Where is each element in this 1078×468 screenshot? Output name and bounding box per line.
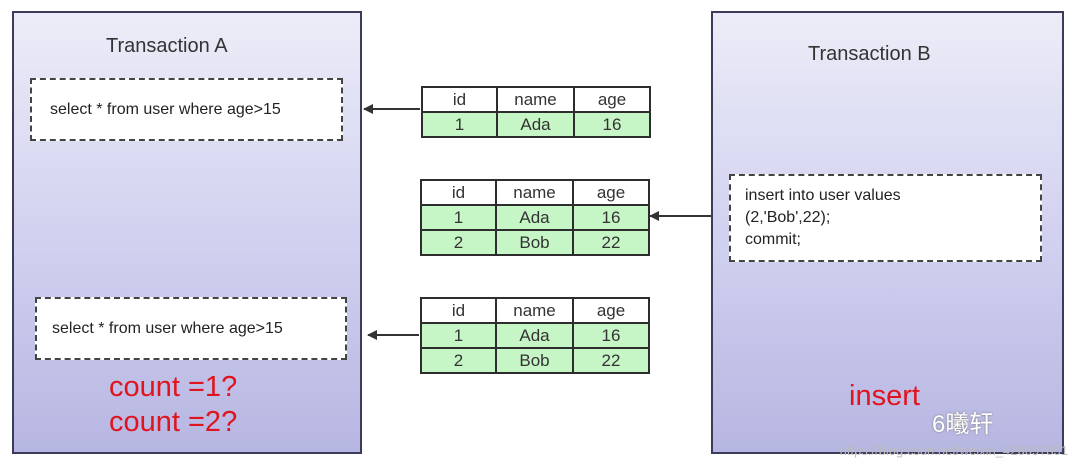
cell-age: 22 <box>572 347 650 374</box>
insert-line-1: insert into user values <box>745 187 901 204</box>
cell-name: Bob <box>495 347 574 374</box>
cell-id: 2 <box>420 347 497 374</box>
insert-line-2: (2,'Bob',22); <box>745 209 831 226</box>
watermark-url: https://blog.csdn.net/weixin_426697851 <box>839 443 1068 458</box>
result-table-1: id name age 1 Ada 16 <box>421 86 651 138</box>
count-question-1: count =1? <box>109 371 238 403</box>
cell-id: 2 <box>420 229 497 256</box>
cell-age: 22 <box>572 229 650 256</box>
table-header-row: id name age <box>420 297 650 324</box>
table-row: 2 Bob 22 <box>420 347 650 374</box>
header-id: id <box>421 86 498 113</box>
table-row: 1 Ada 16 <box>420 322 650 349</box>
select-query-box-2: select * from user where age>15 <box>35 297 347 360</box>
count-question-2: count =2? <box>109 406 238 438</box>
table-header-row: id name age <box>420 179 650 206</box>
cell-name: Ada <box>495 322 574 349</box>
cell-name: Ada <box>496 111 575 138</box>
transaction-a-panel: Transaction A select * from user where a… <box>12 11 362 454</box>
table-row: 2 Bob 22 <box>420 229 650 256</box>
insert-statement-box: insert into user values (2,'Bob',22); co… <box>729 174 1042 262</box>
cell-age: 16 <box>573 111 651 138</box>
table-header-row: id name age <box>421 86 651 113</box>
header-id: id <box>420 297 497 324</box>
header-name: name <box>495 179 574 206</box>
header-id: id <box>420 179 497 206</box>
wechat-logo-text: 6曦轩 <box>932 411 994 438</box>
cell-age: 16 <box>572 204 650 231</box>
cell-name: Ada <box>495 204 574 231</box>
transaction-b-title: Transaction B <box>808 43 931 65</box>
header-age: age <box>572 179 650 206</box>
transaction-b-panel: Transaction B insert into user values (2… <box>711 11 1064 454</box>
cell-id: 1 <box>421 111 498 138</box>
select-query-box-1: select * from user where age>15 <box>30 78 343 141</box>
cell-id: 1 <box>420 322 497 349</box>
header-age: age <box>572 297 650 324</box>
cell-id: 1 <box>420 204 497 231</box>
result-table-3: id name age 1 Ada 16 2 Bob 22 <box>420 297 650 374</box>
table-row: 1 Ada 16 <box>420 204 650 231</box>
insert-line-3: commit; <box>745 231 801 248</box>
cell-age: 16 <box>572 322 650 349</box>
transaction-a-title: Transaction A <box>106 35 228 57</box>
header-name: name <box>495 297 574 324</box>
cell-name: Bob <box>495 229 574 256</box>
result-table-2: id name age 1 Ada 16 2 Bob 22 <box>420 179 650 256</box>
header-name: name <box>496 86 575 113</box>
insert-label: insert <box>849 380 920 412</box>
table-row: 1 Ada 16 <box>421 111 651 138</box>
header-age: age <box>573 86 651 113</box>
